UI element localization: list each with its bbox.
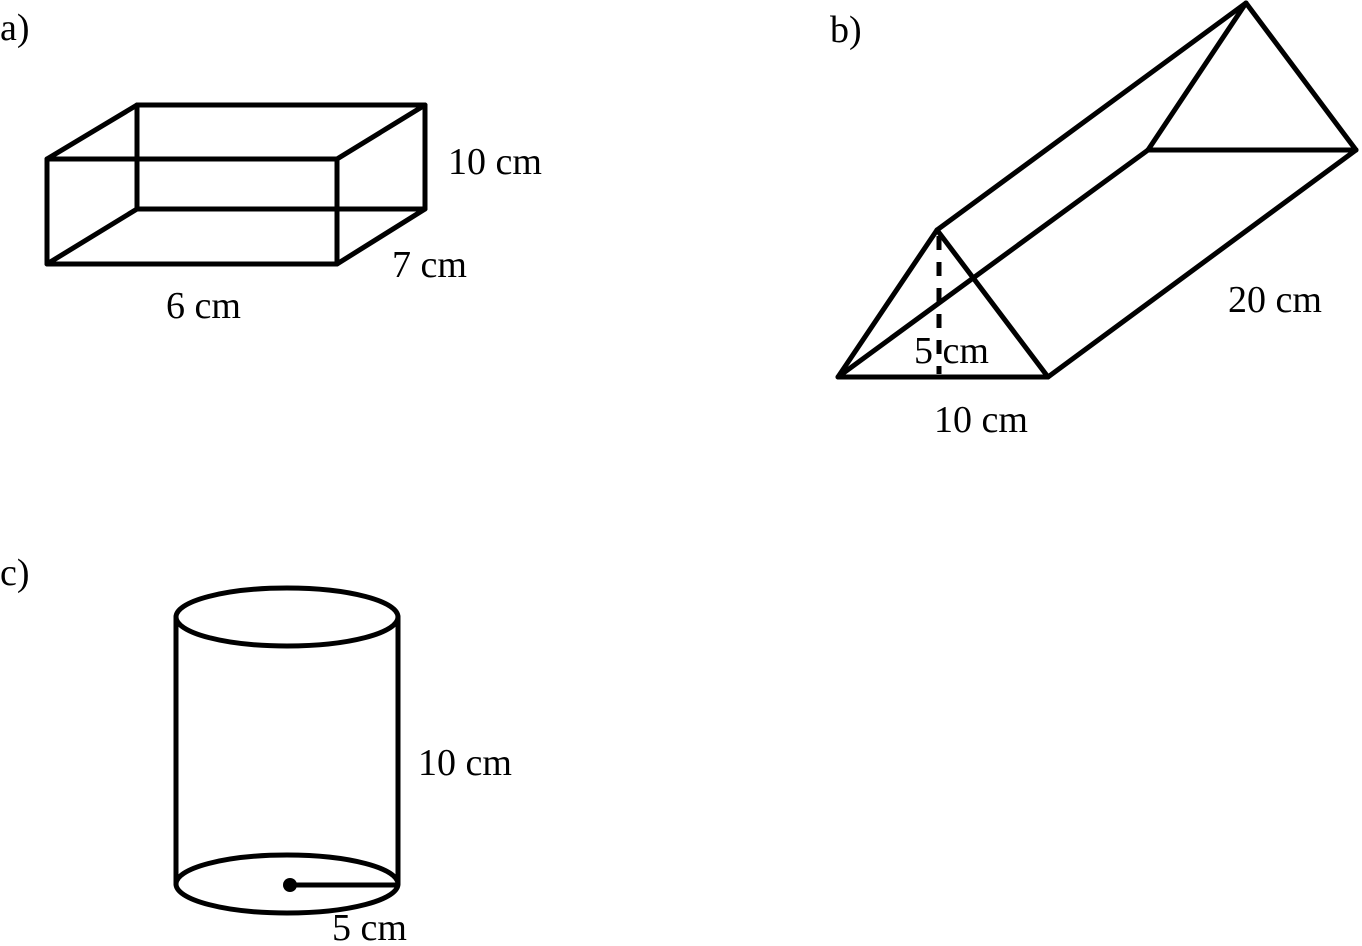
prism-edge-left-base [835,147,1151,380]
label-triangle-height: 5 cm [914,330,989,372]
label-length-b: 20 cm [1228,279,1322,321]
prism-edge-bottom-right [334,206,428,267]
cylinder-top-ellipse [173,585,401,649]
label-base-b: 10 cm [934,399,1028,441]
label-radius-c: 5 cm [332,907,407,946]
prism-edge-top-left [44,102,140,162]
back-triangle [1145,0,1359,153]
figure-label-b: b) [830,9,862,51]
rectangular-prism: a) 10 cm 7 cm 6 cm [0,7,542,327]
label-depth-a: 7 cm [392,244,467,286]
figure-label-a: a) [0,7,30,49]
label-height-a: 10 cm [448,141,542,183]
label-width-a: 6 cm [166,285,241,327]
prism-front-face [44,156,340,267]
cylinder: c) 10 cm 5 cm [0,552,512,946]
prism-edge-bottom-left [44,206,140,267]
prism-edge-top-right [334,102,428,162]
front-triangle [835,227,1051,380]
triangular-prism: b) 5 cm 10 cm 20 cm [830,0,1359,441]
prism-edge-apex [934,0,1249,233]
figure-label-c: c) [0,552,30,594]
prism-edge-right-base [1045,147,1359,380]
cylinder-center-dot [283,878,297,892]
label-height-c: 10 cm [418,742,512,784]
